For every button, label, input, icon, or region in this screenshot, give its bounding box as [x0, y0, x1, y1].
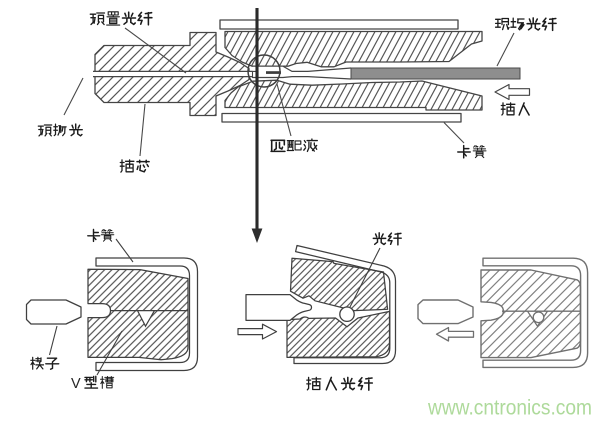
svg-text:V: V [71, 376, 81, 392]
svg-text:www.cntronics.com: www.cntronics.com [427, 397, 592, 420]
